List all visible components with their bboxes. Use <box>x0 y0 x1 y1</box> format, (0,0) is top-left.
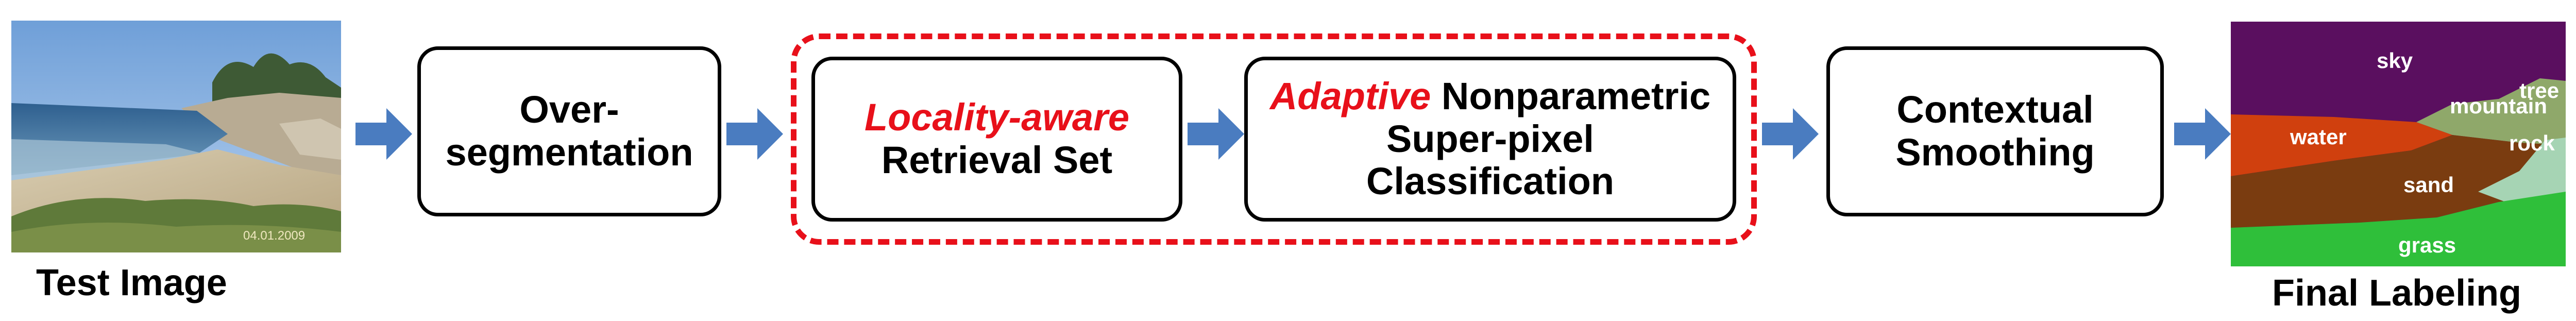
oversegmentation-line1: Over- <box>519 88 619 131</box>
label-rock: rock <box>2509 131 2555 155</box>
retrieval-set-stage: Locality-aware Retrieval Set <box>811 57 1182 222</box>
label-sand: sand <box>2403 173 2454 197</box>
contextual-smoothing-line2: Smoothing <box>1895 131 2095 174</box>
retrieval-set-line2: Retrieval Set <box>881 139 1113 181</box>
final-labeling-map: sky tree mountain water rock sand grass <box>2231 22 2566 266</box>
arrow-icon <box>355 108 412 160</box>
contextual-smoothing-line1: Contextual <box>1896 88 2094 131</box>
classification-line3: Classification <box>1366 160 1615 203</box>
label-mountain: mountain <box>2450 94 2547 118</box>
label-grass: grass <box>2398 233 2456 257</box>
arrow-icon <box>1188 108 1244 160</box>
arrow-icon <box>2174 108 2231 160</box>
classification-stage: Adaptive Nonparametric Super-pixel Class… <box>1244 57 1736 222</box>
retrieval-set-line1: Locality-aware <box>864 96 1130 139</box>
final-labeling-caption: Final Labeling <box>2272 273 2522 314</box>
oversegmentation-line2: segmentation <box>445 131 693 174</box>
arrow-icon <box>1762 108 1819 160</box>
label-water: water <box>2290 125 2347 149</box>
test-image-caption: Test Image <box>36 262 227 303</box>
classification-line2: Super-pixel <box>1386 117 1594 160</box>
classification-line1-rest: Nonparametric <box>1431 74 1711 117</box>
beach-photo: 04.01.2009 <box>11 21 341 252</box>
oversegmentation-stage: Over- segmentation <box>417 46 721 216</box>
test-image: 04.01.2009 <box>11 21 341 252</box>
classification-line1-red: Adaptive <box>1269 74 1431 117</box>
highlight-group <box>791 33 1757 245</box>
label-sky: sky <box>2377 48 2413 73</box>
label-tree: tree <box>2519 78 2560 103</box>
arrow-icon <box>726 108 783 160</box>
segmentation-map <box>2231 22 2566 266</box>
photo-timestamp: 04.01.2009 <box>243 229 305 243</box>
contextual-smoothing-stage: Contextual Smoothing <box>1826 46 2164 216</box>
